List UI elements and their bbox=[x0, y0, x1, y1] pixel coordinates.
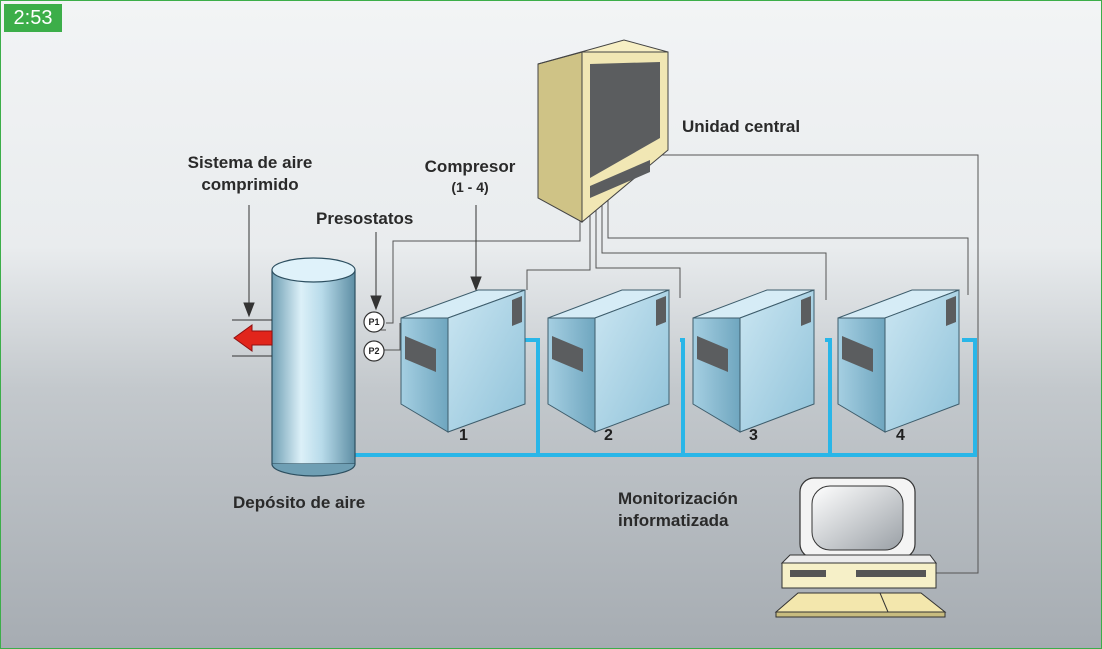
pipe-compressor-1 bbox=[525, 338, 540, 455]
wire-compressor-2 bbox=[595, 205, 681, 298]
label-monitoring-line1: Monitorización bbox=[618, 489, 738, 508]
wire-pressure-switch-p1 bbox=[386, 207, 581, 324]
air-outlet-arrow bbox=[232, 319, 273, 357]
label-compressor-line2: (1 - 4) bbox=[451, 179, 489, 195]
pressure-switch-p2-icon bbox=[363, 340, 385, 362]
compressor-1-number: 1 bbox=[459, 427, 468, 444]
wire-monitoring bbox=[655, 154, 979, 574]
compressor-3-number: 3 bbox=[749, 427, 758, 444]
wire-compressor-4 bbox=[607, 200, 969, 295]
label-compressor-line1: Compresor bbox=[424, 157, 516, 176]
label-pressure-switches: Presostatos bbox=[316, 209, 414, 228]
label-monitoring-line2: informatizada bbox=[618, 511, 729, 530]
pipe-compressor-2 bbox=[680, 338, 685, 455]
label-air-system-line2: comprimido bbox=[201, 175, 299, 194]
compressor-3 bbox=[692, 289, 815, 433]
air-pipes bbox=[355, 338, 977, 457]
compressor-4 bbox=[837, 289, 960, 433]
computer-monitoring-station bbox=[774, 477, 947, 618]
arrow-pressure-switch-head bbox=[370, 295, 382, 311]
wire-compressor-3 bbox=[601, 202, 827, 300]
compressor-2 bbox=[547, 289, 670, 433]
arrow-air-system-head bbox=[243, 302, 255, 318]
compressor-2-number: 2 bbox=[604, 427, 613, 444]
pressure-switch-p1-tag: P1 bbox=[368, 317, 380, 327]
compressor-1 bbox=[400, 289, 526, 433]
label-air-system: Sistema de aire comprimido bbox=[158, 152, 342, 196]
arrow-compressor-head bbox=[470, 276, 482, 292]
wire-pressure-switch-p2 bbox=[386, 323, 401, 351]
air-tank bbox=[271, 257, 356, 477]
main-pipe bbox=[355, 338, 977, 457]
central-unit-cabinet bbox=[537, 39, 669, 224]
label-compressor: Compresor (1 - 4) bbox=[410, 156, 530, 196]
wire-compressor-1 bbox=[526, 207, 591, 290]
label-air-system-line1: Sistema de aire bbox=[187, 153, 313, 172]
label-monitoring: Monitorización informatizada bbox=[618, 488, 738, 532]
pressure-switch-p1-icon bbox=[363, 311, 385, 333]
label-tank: Depósito de aire bbox=[233, 493, 366, 512]
compressor-4-number: 4 bbox=[896, 427, 905, 444]
annotation-arrows bbox=[243, 205, 482, 318]
figure-tag: 2:53 bbox=[4, 4, 62, 32]
pressure-switch-p2-tag: P2 bbox=[368, 346, 380, 356]
pipe-compressor-3 bbox=[825, 338, 832, 455]
label-central-unit: Unidad central bbox=[682, 117, 801, 136]
